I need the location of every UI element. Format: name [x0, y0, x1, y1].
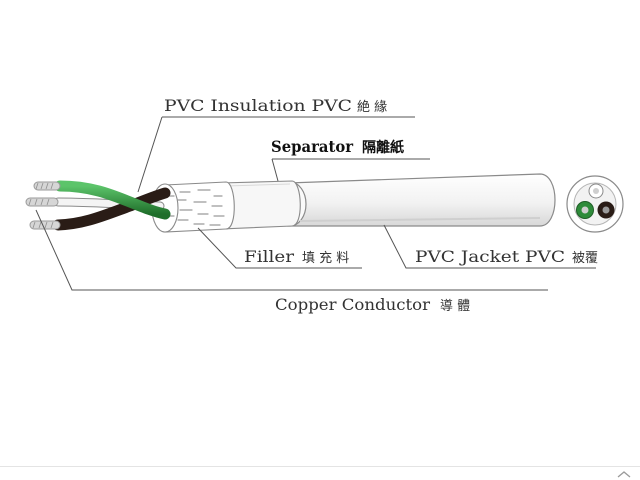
- leader-lines: [35, 116, 596, 291]
- label-conductor-zh: 導 體: [440, 299, 470, 314]
- separator-layer: [219, 180, 301, 230]
- copper-strands: [25, 181, 61, 230]
- label-filler-zh: 填 充 料: [302, 250, 349, 266]
- label-insulation-en: PVC Insulation PVC: [164, 96, 352, 115]
- label-separator-en: Separator: [271, 137, 354, 156]
- leader-conductor: [35, 209, 548, 291]
- filler-layer: [151, 181, 235, 233]
- cable-cross-section: [566, 175, 624, 233]
- label-jacket-en: PVC Jacket PVC: [415, 247, 565, 266]
- label-separator-zh: 隔離紙: [362, 139, 404, 156]
- leader-separator: [271, 158, 430, 182]
- label-filler-en: Filler: [244, 247, 294, 266]
- label-insulation-zh: 絶 緣: [357, 99, 387, 115]
- leader-jacket: [383, 224, 596, 269]
- green-wire: [54, 180, 171, 220]
- pvc-jacket: [273, 173, 556, 227]
- insulated-wires: [52, 180, 171, 231]
- label-jacket-zh: 被覆: [572, 251, 598, 266]
- leader-filler: [197, 227, 362, 269]
- leader-insulation: [137, 116, 415, 193]
- expand-arrow-icon[interactable]: [617, 470, 631, 478]
- footer-divider: [0, 466, 640, 467]
- label-conductor-en: Copper Conductor: [275, 295, 430, 314]
